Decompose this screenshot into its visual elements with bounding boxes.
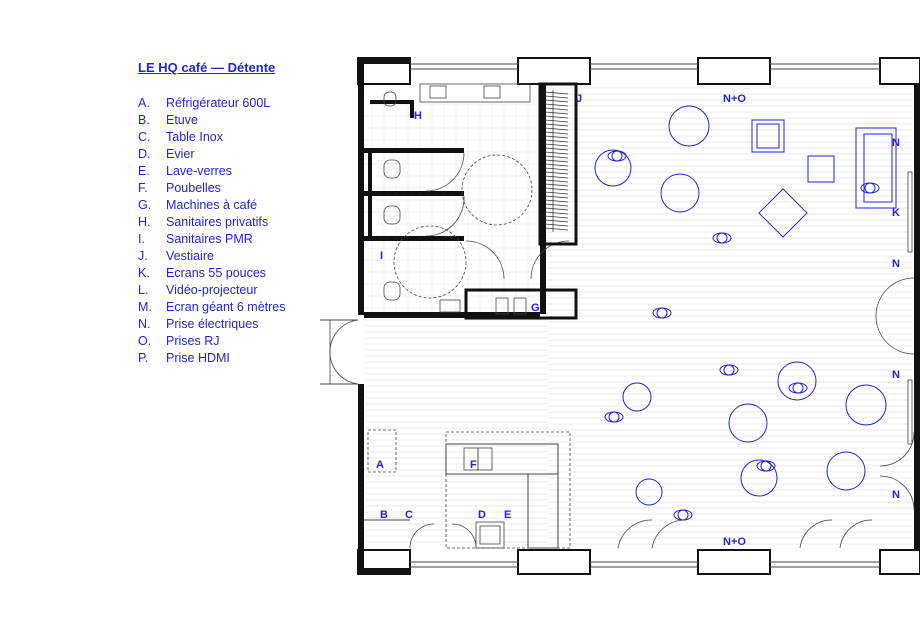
people <box>604 150 880 521</box>
legend-item: O. Prises RJ <box>138 333 338 350</box>
tag-n4: N <box>892 489 900 501</box>
legend-key: G. <box>138 198 152 212</box>
legend-key: E. <box>138 164 150 178</box>
legend-label: Prise électriques <box>166 317 259 331</box>
legend-label: Evier <box>166 147 195 161</box>
legend-item: G. Machines à café <box>138 197 338 214</box>
legend-item: C. Table Inox <box>138 129 338 146</box>
tag-j: J <box>576 93 582 105</box>
floor-hatching <box>366 87 912 545</box>
legend-key: B. <box>138 113 150 127</box>
right-doors <box>875 171 915 511</box>
legend-label: Prise HDMI <box>166 351 230 365</box>
legend-label: Vidéo-projecteur <box>166 283 258 297</box>
legend-key: P. <box>138 351 149 365</box>
legend-item: B. Etuve <box>138 112 338 129</box>
legend-item: J. Vestiaire <box>138 248 338 265</box>
tag-g: G <box>531 302 540 314</box>
furniture <box>594 105 897 506</box>
legend-item: K. Ecrans 55 pouces <box>138 265 338 282</box>
coffee-counter <box>464 288 578 320</box>
legend-item: M. Ecran géant 6 mètres <box>138 299 338 316</box>
tag-no-bottom: N+O <box>723 536 746 548</box>
legend-key: F. <box>138 181 148 195</box>
legend-key: M. <box>138 300 152 314</box>
exterior-walls <box>357 57 920 575</box>
legend-label: Prises RJ <box>166 334 220 348</box>
legend-label: Table Inox <box>166 130 223 144</box>
tag-n3: N <box>892 369 900 381</box>
legend-key: J. <box>138 249 148 263</box>
entrance-door <box>320 319 359 385</box>
legend-item: L. Vidéo-projecteur <box>138 282 338 299</box>
legend: LE HQ café — Détente A. Réfrigérateur 600… <box>138 60 338 367</box>
legend-item: P. Prise HDMI <box>138 350 338 367</box>
legend-label: Lave-verres <box>166 164 232 178</box>
legend-label: Ecran géant 6 mètres <box>166 300 286 314</box>
legend-item: E. Lave-verres <box>138 163 338 180</box>
legend-label: Réfrigérateur 600L <box>166 96 271 110</box>
tag-a: A <box>376 459 384 471</box>
kitchen <box>364 429 571 549</box>
tag-b: B <box>380 509 388 521</box>
tag-h: H <box>414 110 422 122</box>
restroom-block <box>364 83 570 318</box>
tag-no-top: N+O <box>723 93 746 105</box>
legend-key: N. <box>138 317 151 331</box>
legend-label: Machines à café <box>166 198 258 212</box>
legend-key: D. <box>138 147 151 161</box>
legend-label: Etuve <box>166 113 198 127</box>
legend-label: Vestiaire <box>166 249 214 263</box>
legend-key: A. <box>138 96 150 110</box>
legend-key: C. <box>138 130 151 144</box>
legend-item: A. Réfrigérateur 600L <box>138 95 338 112</box>
legend-title: LE HQ café — Détente <box>138 60 276 75</box>
legend-item: I. Sanitaires PMR <box>138 231 338 248</box>
legend-label: Ecrans 55 pouces <box>166 266 267 280</box>
legend-key: L. <box>138 283 149 297</box>
tag-n1: N <box>892 137 900 149</box>
legend-key: O. <box>138 334 152 348</box>
legend-item: N. Prise électriques <box>138 316 338 333</box>
legend-item: H. Sanitaires privatifs <box>138 214 338 231</box>
tag-e: E <box>504 509 511 521</box>
tag-f: F <box>470 459 477 471</box>
legend-key: K. <box>138 266 150 280</box>
legend-label: Sanitaires privatifs <box>166 215 269 229</box>
cloakroom <box>538 82 578 246</box>
legend-key: H. <box>138 215 151 229</box>
legend-item: D. Evier <box>138 146 338 163</box>
restroom-tiles <box>364 103 540 312</box>
tag-k: K <box>892 207 900 219</box>
legend-label: Sanitaires PMR <box>166 232 253 246</box>
legend-key: I. <box>138 232 145 246</box>
tag-d: D <box>478 509 486 521</box>
tag-c: C <box>405 509 413 521</box>
tag-i: I <box>380 250 383 262</box>
legend-label: Poubelles <box>166 181 221 195</box>
legend-item: F. Poubelles <box>138 180 338 197</box>
tag-n2: N <box>892 258 900 270</box>
